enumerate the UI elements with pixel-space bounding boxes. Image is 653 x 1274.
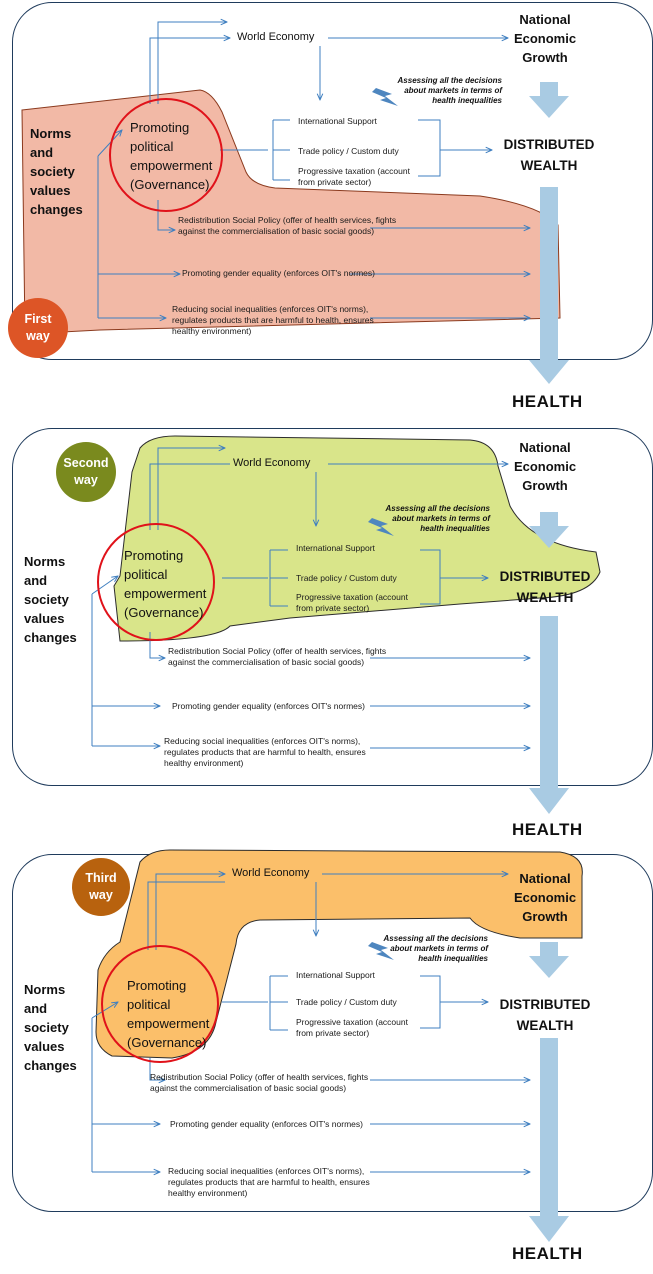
promoting-label: Promoting political empowerment (Governa… bbox=[130, 120, 213, 192]
reducing-inequalities: Reducing social inequalities (enforces O… bbox=[172, 304, 374, 336]
gender-equality: Promoting gender equality (enforces OIT'… bbox=[170, 1119, 363, 1129]
assessing-note: Assessing all the decisions about market… bbox=[385, 504, 490, 533]
world-economy-label: World Economy bbox=[237, 31, 315, 43]
governance-circle bbox=[109, 98, 223, 212]
highlight-region bbox=[113, 435, 601, 642]
panel-graphics bbox=[91, 435, 601, 814]
national-growth-label: National Economic Growth bbox=[513, 12, 577, 65]
redistribution-policy: Redistribution Social Policy (offer of h… bbox=[150, 1072, 369, 1093]
way-label: Third way bbox=[85, 871, 117, 902]
growth-arrow-shaft bbox=[540, 82, 558, 96]
growth-arrow-head bbox=[529, 956, 569, 978]
way-label: Second way bbox=[63, 456, 109, 487]
panel-graphics bbox=[21, 0, 569, 384]
promoting-label: Promoting political empowerment (Governa… bbox=[127, 978, 210, 1050]
norms-to-promo bbox=[91, 1002, 118, 1019]
promoting-label: Promoting political empowerment (Governa… bbox=[124, 548, 207, 620]
growth-arrow-shaft bbox=[540, 512, 558, 526]
world-economy-label: World Economy bbox=[232, 867, 310, 879]
distributed-wealth-label: DISTRIBUTED WEALTH bbox=[499, 997, 591, 1033]
norms-label: Norms and society values changes bbox=[24, 982, 77, 1073]
lightning-bolt-icon bbox=[368, 942, 394, 960]
progressive-taxation: Progressive taxation (account from priva… bbox=[298, 166, 410, 187]
assessing-note: Assessing all the decisions about market… bbox=[383, 934, 488, 963]
way-label: First way bbox=[24, 312, 52, 343]
international-support: International Support bbox=[298, 116, 377, 126]
progressive-taxation: Progressive taxation (account from priva… bbox=[296, 592, 408, 613]
trade-policy: Trade policy / Custom duty bbox=[298, 146, 399, 156]
health-arrow-shaft bbox=[540, 1038, 558, 1218]
trade-policy: Trade policy / Custom duty bbox=[296, 573, 397, 583]
connector-to-world bbox=[155, 874, 225, 950]
panel-second-way: Second way bbox=[0, 426, 653, 846]
norms-to-promo bbox=[97, 130, 122, 157]
international-support: International Support bbox=[296, 970, 375, 980]
health-arrow-head bbox=[529, 1216, 569, 1242]
connector-to-world-2 bbox=[147, 881, 225, 950]
connector-to-world bbox=[157, 22, 227, 104]
progressive-taxation: Progressive taxation (account from priva… bbox=[296, 1017, 408, 1038]
norms-to-promo bbox=[91, 576, 118, 595]
national-growth-label: National Economic Growth bbox=[513, 871, 577, 924]
health-arrow-head bbox=[529, 360, 569, 384]
panel-third-way: Third way bbox=[0, 849, 653, 1272]
policies-bracket-right bbox=[418, 119, 492, 177]
gov-to-redistribution bbox=[149, 1058, 165, 1080]
world-economy-label: World Economy bbox=[233, 457, 311, 469]
growth-arrow-shaft bbox=[540, 942, 558, 956]
policies-bracket-left bbox=[272, 119, 290, 181]
distributed-wealth-label: DISTRIBUTED WEALTH bbox=[499, 569, 591, 605]
health-arrow-shaft bbox=[540, 616, 558, 791]
health-label: HEALTH bbox=[512, 1244, 583, 1263]
international-support: International Support bbox=[296, 543, 375, 553]
growth-arrow-head bbox=[529, 526, 569, 548]
policies-bracket-left bbox=[269, 549, 288, 607]
way-badge: First way bbox=[8, 298, 68, 358]
lightning-bolt-icon bbox=[372, 88, 398, 106]
way-badge: Third way bbox=[72, 858, 130, 916]
policies-bracket-right bbox=[420, 975, 488, 1029]
distributed-wealth-label: DISTRIBUTED WEALTH bbox=[503, 137, 595, 173]
norms-label: Norms and society values changes bbox=[30, 126, 83, 217]
trade-policy: Trade policy / Custom duty bbox=[296, 997, 397, 1007]
policies-bracket-left bbox=[269, 975, 288, 1031]
lightning-bolt-icon bbox=[368, 518, 394, 536]
national-growth-label: National Economic Growth bbox=[513, 440, 577, 493]
connector-to-world-2 bbox=[149, 38, 230, 104]
health-arrow-head bbox=[529, 788, 569, 814]
redistribution-policy: Redistribution Social Policy (offer of h… bbox=[168, 646, 387, 667]
gender-equality: Promoting gender equality (enforces OIT'… bbox=[182, 268, 375, 278]
way-badge: Second way bbox=[56, 442, 116, 502]
panel-graphics bbox=[91, 849, 583, 1242]
governance-circle bbox=[101, 945, 219, 1063]
panel-first-way: First way bbox=[0, 0, 653, 420]
redistribution-policy: Redistribution Social Policy (offer of h… bbox=[178, 215, 397, 236]
gender-equality: Promoting gender equality (enforces OIT'… bbox=[172, 701, 365, 711]
assessing-note: Assessing all the decisions about market… bbox=[397, 76, 502, 105]
reducing-inequalities: Reducing social inequalities (enforces O… bbox=[168, 1166, 370, 1198]
governance-circle bbox=[97, 523, 215, 641]
reducing-inequalities: Reducing social inequalities (enforces O… bbox=[164, 736, 366, 768]
growth-arrow-head bbox=[529, 96, 569, 118]
connector-to-world bbox=[157, 448, 225, 530]
health-label: HEALTH bbox=[512, 820, 583, 839]
norms-label: Norms and society values changes bbox=[24, 554, 77, 645]
policies-bracket-right bbox=[420, 549, 488, 605]
health-label: HEALTH bbox=[512, 392, 583, 411]
connector-to-world-2 bbox=[149, 463, 230, 530]
health-arrow-shaft bbox=[540, 187, 558, 362]
